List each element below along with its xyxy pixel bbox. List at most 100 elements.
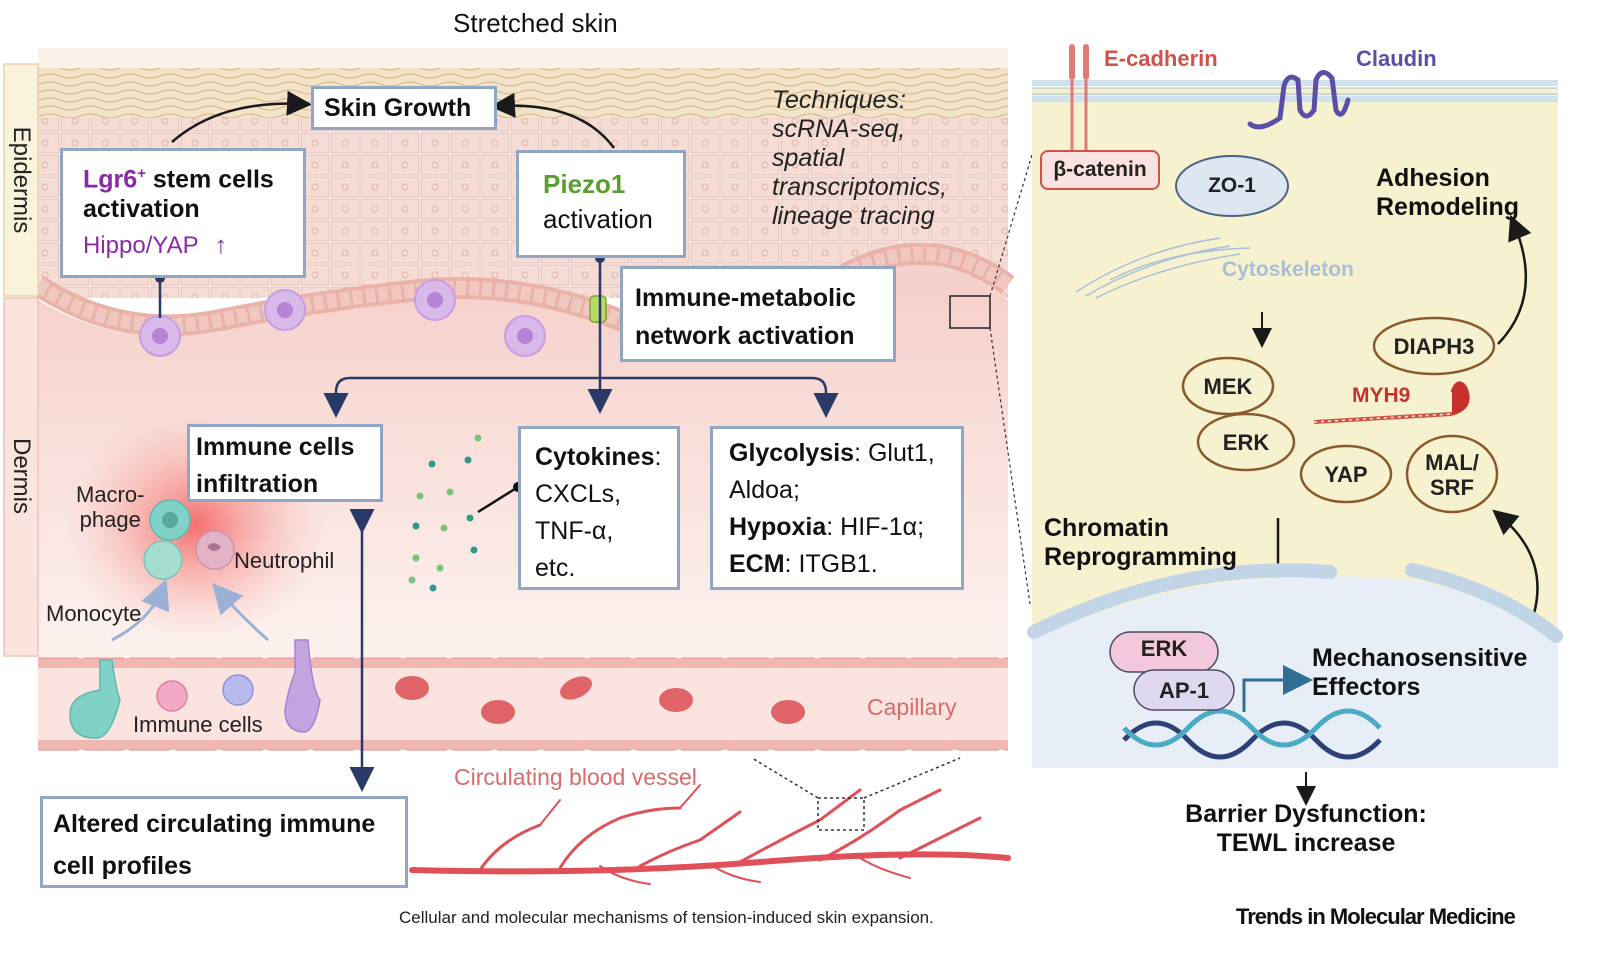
techniques-l5: lineage tracing bbox=[772, 202, 935, 230]
ap1-label: AP-1 bbox=[1158, 678, 1210, 703]
barrier-l1: Barrier Dysfunction: bbox=[1185, 800, 1427, 828]
zo1-oval bbox=[1175, 155, 1289, 217]
beta-catenin-box bbox=[1040, 150, 1160, 190]
immune-infiltration-l2: infiltration bbox=[196, 470, 319, 498]
transcription-arrow bbox=[1242, 665, 1313, 712]
cytokines-label: Cytokines bbox=[535, 443, 655, 471]
techniques-l3: spatial bbox=[772, 144, 845, 172]
lgr6-rest: stem cells bbox=[145, 165, 274, 194]
hippo-yap-label: Hippo/YAP bbox=[83, 232, 199, 260]
adhesion-l2: Remodeling bbox=[1376, 193, 1520, 221]
dermis-band bbox=[3, 297, 39, 657]
red-blood-cells bbox=[395, 676, 805, 724]
up-arrow-icon: ↑ bbox=[214, 232, 227, 260]
piezo1-channel-icon bbox=[589, 295, 607, 323]
cytokines-l3: TNF-α, bbox=[535, 517, 614, 545]
capillary-vessel bbox=[38, 657, 1008, 751]
diaph3-label: DIAPH3 bbox=[1393, 334, 1475, 359]
claudin-icon bbox=[1247, 70, 1351, 130]
zoom-box-vessel bbox=[817, 797, 865, 831]
to-adhesion-arrow bbox=[1497, 214, 1532, 345]
macrophage-l2: phage bbox=[79, 507, 141, 532]
glycolysis-label: Glycolysis bbox=[729, 439, 855, 467]
dna-helix bbox=[1122, 708, 1382, 760]
cytokines-l2: CXCLs, bbox=[535, 480, 622, 508]
neutrophil-label: Neutrophil bbox=[234, 548, 335, 573]
mal-srf-oval bbox=[1405, 434, 1499, 514]
e-cadherin-icon bbox=[1069, 44, 1089, 150]
glycolysis-text2: Aldoa; bbox=[729, 476, 800, 504]
chromatin-l2: Reprogramming bbox=[1044, 543, 1238, 571]
diaph3-oval bbox=[1372, 316, 1496, 376]
altered-profiles-l1: Altered circulating immune bbox=[53, 810, 376, 838]
monocyte-arrow bbox=[111, 578, 170, 642]
immune-infiltration-box: Immune cells infiltration bbox=[187, 424, 383, 502]
circulating-blood-vessel bbox=[409, 784, 1011, 885]
piezo-to-growth-arrow bbox=[490, 92, 616, 149]
mechanosensitive-effectors-label: Mechanosensitive Effectors bbox=[1312, 644, 1527, 702]
epidermis-band bbox=[3, 63, 39, 297]
yap-oval bbox=[1299, 444, 1393, 504]
barrier-l2: TEWL increase bbox=[1216, 829, 1396, 857]
dermis-label: Dermis bbox=[8, 438, 35, 514]
techniques-block: Techniques: scRNA-seq, spatial transcrip… bbox=[772, 86, 947, 231]
immune-cells-illustration bbox=[69, 499, 321, 739]
skin-growth-label: Skin Growth bbox=[324, 94, 472, 122]
barrier-dysfunction-label: Barrier Dysfunction: TEWL increase bbox=[1185, 800, 1427, 858]
title-label: Stretched skin bbox=[453, 8, 618, 38]
erk-oval bbox=[1196, 412, 1296, 472]
cytoskeleton-fibers bbox=[1075, 237, 1251, 299]
cytokines-l4: etc. bbox=[535, 554, 576, 582]
mek-label: MEK bbox=[1203, 374, 1253, 399]
yap-label: YAP bbox=[1324, 462, 1368, 487]
macrophage-l1: Macro- bbox=[76, 482, 145, 507]
neutrophil-arrow bbox=[212, 582, 269, 642]
epidermis-label: Epidermis bbox=[8, 126, 35, 234]
cytokine-dots bbox=[408, 434, 482, 592]
immune-cells-label: Immune cells bbox=[133, 712, 263, 737]
zo1-label: ZO-1 bbox=[1208, 174, 1256, 197]
mech-l1: Mechanosensitive bbox=[1312, 644, 1528, 672]
altered-profiles-box: Altered circulating immune cell profiles bbox=[40, 796, 408, 888]
nuclear-erk-label: ERK bbox=[1140, 636, 1188, 661]
mal-srf-label: MAL/ SRF bbox=[1407, 450, 1497, 500]
adhesion-remodeling-label: Adhesion Remodeling bbox=[1376, 164, 1519, 222]
skin-growth-box: Skin Growth bbox=[311, 86, 497, 130]
lgr6-name: Lgr6 bbox=[83, 165, 138, 194]
mal-l1: MAL/ bbox=[1425, 450, 1479, 475]
ap1 bbox=[1133, 669, 1235, 711]
immune-metabolic-l2: network activation bbox=[635, 322, 855, 350]
ecm-text: : ITGB1. bbox=[784, 550, 878, 578]
glycolysis-text: : Glut1, bbox=[854, 439, 935, 467]
immune-metabolic-box: Immune-metabolic network activation bbox=[620, 266, 896, 362]
techniques-l1: Techniques: bbox=[772, 86, 906, 114]
immune-metabolic-l1: Immune-metabolic bbox=[635, 284, 856, 312]
mal-l2: SRF bbox=[1430, 475, 1474, 500]
caption: Cellular and molecular mechanisms of ten… bbox=[399, 908, 934, 927]
cytoskeleton-label: Cytoskeleton bbox=[1222, 258, 1354, 281]
chromatin-l1: Chromatin bbox=[1044, 514, 1169, 542]
mek-oval bbox=[1181, 356, 1275, 416]
circulating-vessel-label: Circulating blood vessel bbox=[454, 764, 697, 790]
cytokine-connector bbox=[477, 485, 519, 514]
mech-l2: Effectors bbox=[1312, 673, 1421, 701]
lgr6-to-growth-arrow bbox=[171, 90, 312, 143]
macrophage-label: Macro- phage bbox=[76, 482, 144, 532]
myh9-label: MYH9 bbox=[1352, 384, 1411, 407]
metabolism-box: Glycolysis: Glut1, Aldoa; Hypoxia: HIF-1… bbox=[710, 426, 964, 590]
cytokines-colon: : bbox=[654, 443, 662, 471]
piezo1-line2: activation bbox=[543, 204, 653, 234]
piezo1-name: Piezo1 bbox=[543, 169, 626, 199]
adhesion-l1: Adhesion bbox=[1376, 164, 1490, 192]
techniques-l2: scRNA-seq, bbox=[772, 115, 906, 143]
piezo1-box: Piezo1 activation bbox=[516, 150, 686, 258]
myh9-icon bbox=[1313, 381, 1470, 424]
lgr6-line2: activation bbox=[83, 195, 200, 224]
e-cadherin-label: E-cadherin bbox=[1104, 46, 1218, 71]
claudin-label: Claudin bbox=[1356, 46, 1437, 71]
hypoxia-label: Hypoxia bbox=[729, 513, 827, 541]
lgr6-box: Lgr6+ stem cells activation Hippo/YAP ↑ bbox=[60, 148, 306, 278]
zoom-box-epidermis bbox=[949, 295, 991, 329]
altered-profiles-l2: cell profiles bbox=[53, 852, 192, 880]
